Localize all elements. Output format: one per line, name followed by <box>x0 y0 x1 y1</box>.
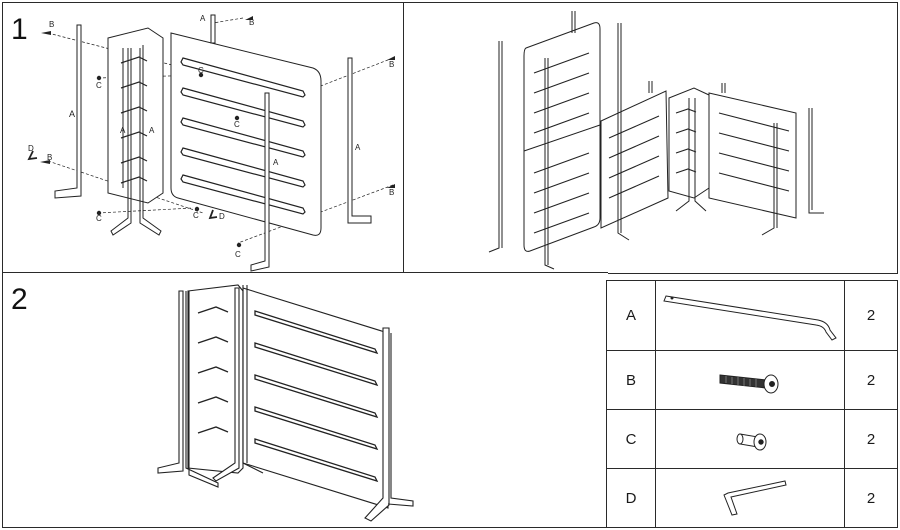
callout-a: A <box>149 126 155 135</box>
bolt-icon <box>719 374 778 394</box>
part-image <box>655 350 845 411</box>
callout-c: C <box>193 211 199 220</box>
callout-b: B <box>389 188 394 197</box>
callout-a: A <box>273 158 279 167</box>
callout-d: D <box>219 212 225 221</box>
part-key: B <box>606 350 656 411</box>
step-number: 2 <box>11 283 28 316</box>
callout-b: B <box>49 20 54 29</box>
callout-b: B <box>249 18 254 27</box>
leg-rod-icon <box>662 295 837 341</box>
step-number: 1 <box>11 13 28 46</box>
assembled-diagram <box>157 284 414 522</box>
alternate-exploded-diagram <box>488 11 824 270</box>
callout-c: C <box>234 120 240 129</box>
exploded-diagram: A B A B B C C C A A A A D B C C D B C <box>27 14 395 272</box>
callout-c: C <box>235 250 241 259</box>
part-image <box>655 279 845 352</box>
callout-c: C <box>96 214 102 223</box>
callout-a: A <box>200 14 206 23</box>
allen-key-icon <box>722 480 787 516</box>
step-1-alternate-view <box>403 2 898 274</box>
part-image <box>655 468 845 528</box>
callout-d: D <box>28 144 34 153</box>
callout-c: C <box>198 66 204 75</box>
callout-a: A <box>69 109 75 119</box>
callout-b: B <box>47 153 52 162</box>
callout-a: A <box>355 143 361 152</box>
step-1-exploded-view: 1 <box>2 2 405 274</box>
part-key: C <box>606 409 656 470</box>
part-quantity: 2 <box>844 409 898 470</box>
part-image <box>655 409 845 470</box>
callout-b: B <box>389 60 394 69</box>
part-quantity: 2 <box>844 468 898 528</box>
part-key: A <box>606 279 656 352</box>
parts-row: C 2 <box>606 409 898 470</box>
part-quantity: 2 <box>844 279 898 352</box>
part-key: D <box>606 468 656 528</box>
part-quantity: 2 <box>844 350 898 411</box>
callout-labels: A B A B B C C C A A A A D B C C D B C <box>28 14 394 259</box>
step-2-assembled-view: 2 <box>2 272 608 528</box>
barrel-nut-icon <box>736 433 766 451</box>
parts-row: D 2 <box>606 468 898 528</box>
callout-c: C <box>96 81 102 90</box>
parts-list-table: A 2 B <box>606 279 898 528</box>
callout-a: A <box>120 126 126 135</box>
parts-row: A 2 <box>606 279 898 352</box>
parts-row: B 2 <box>606 350 898 411</box>
